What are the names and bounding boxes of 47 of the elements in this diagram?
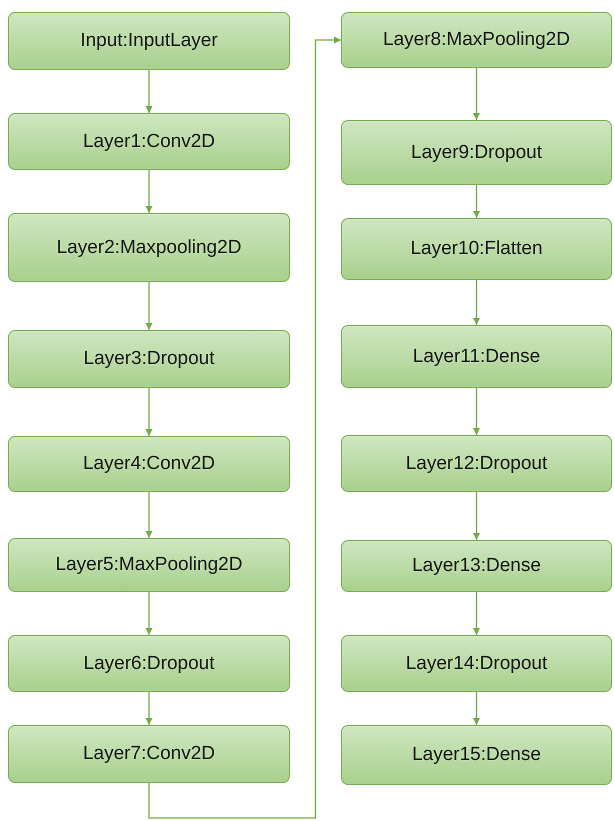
layer-label: Layer10:Flatten [410, 238, 543, 260]
arrow [146, 170, 152, 213]
layer-label: Layer15:Dense [412, 744, 541, 766]
arrow [146, 592, 152, 635]
arrow [473, 68, 480, 120]
arrow [473, 185, 480, 218]
layer-label: Layer13:Dense [412, 555, 541, 577]
layer-box [341, 12, 612, 68]
arrow [473, 280, 480, 325]
layer-label: Input:InputLayer [80, 30, 218, 52]
layer-label: Layer3:Dropout [84, 348, 214, 370]
arrow [146, 492, 152, 538]
layer-label: Layer5:MaxPooling2D [56, 554, 242, 576]
layer-label: Layer2:Maxpooling2D [56, 236, 242, 258]
layer-box [8, 538, 290, 592]
layer-box [341, 540, 612, 592]
layer-label: Layer7:Conv2D [82, 743, 216, 765]
layer-label: Layer6:Dropout [84, 652, 214, 674]
arrow [148, 36, 341, 819]
layer-label: Layer12:Dropout [406, 452, 548, 474]
layer-box [8, 635, 290, 692]
layer-box [341, 725, 612, 785]
arrow [146, 692, 152, 725]
layer-label: Layer14:Dropout [406, 652, 548, 674]
arrow [473, 592, 480, 635]
arrow [473, 492, 480, 540]
layer-box [341, 635, 612, 692]
arrow [473, 388, 480, 435]
layer-label: Layer1:Conv2D [82, 130, 216, 152]
layer-label: Layer9:Dropout [411, 142, 542, 164]
layer-box [8, 12, 290, 70]
layer-box [8, 436, 290, 492]
layer-box [341, 435, 612, 492]
layer-box [341, 325, 612, 388]
layer-box [341, 218, 612, 280]
layer-label: Layer4:Conv2D [82, 453, 216, 475]
layer-box [8, 213, 290, 282]
layer-box [8, 113, 290, 170]
arrow [146, 282, 152, 330]
layer-box [341, 120, 612, 185]
layer-label: Layer11:Dense [412, 346, 540, 368]
layer-box [8, 330, 290, 388]
arrow [146, 70, 152, 113]
layer-label: Layer8:MaxPooling2D [383, 29, 570, 51]
arrow [146, 388, 152, 436]
layer-box [8, 725, 290, 783]
arrow [473, 692, 480, 725]
